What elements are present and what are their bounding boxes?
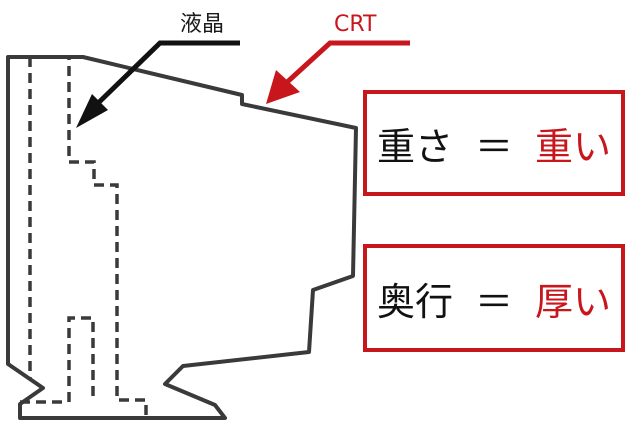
- depth-term: 奥行: [376, 279, 453, 324]
- weight-term: 重さ: [376, 124, 453, 169]
- weight-comparison-box: 重さ ＝ 重い: [363, 90, 625, 196]
- lcd-label: 液晶: [180, 12, 225, 37]
- weight-value: 重い: [535, 124, 612, 169]
- depth-equals: ＝: [474, 279, 513, 324]
- weight-equals: ＝: [474, 124, 513, 169]
- crt-monitor-outline: [6, 55, 358, 420]
- depth-comparison-box: 奥行 ＝ 厚い: [363, 244, 625, 352]
- depth-value: 厚い: [535, 279, 612, 324]
- crt-label: CRT: [334, 12, 377, 37]
- lcd-monitor-outline: [20, 55, 148, 418]
- lcd-arrow-head: [76, 94, 108, 128]
- lcd-arrow-line: [90, 40, 240, 111]
- crt-arrow-head: [266, 70, 300, 104]
- lcd-stand-outline: [67, 316, 95, 402]
- crt-arrow-line: [282, 40, 410, 87]
